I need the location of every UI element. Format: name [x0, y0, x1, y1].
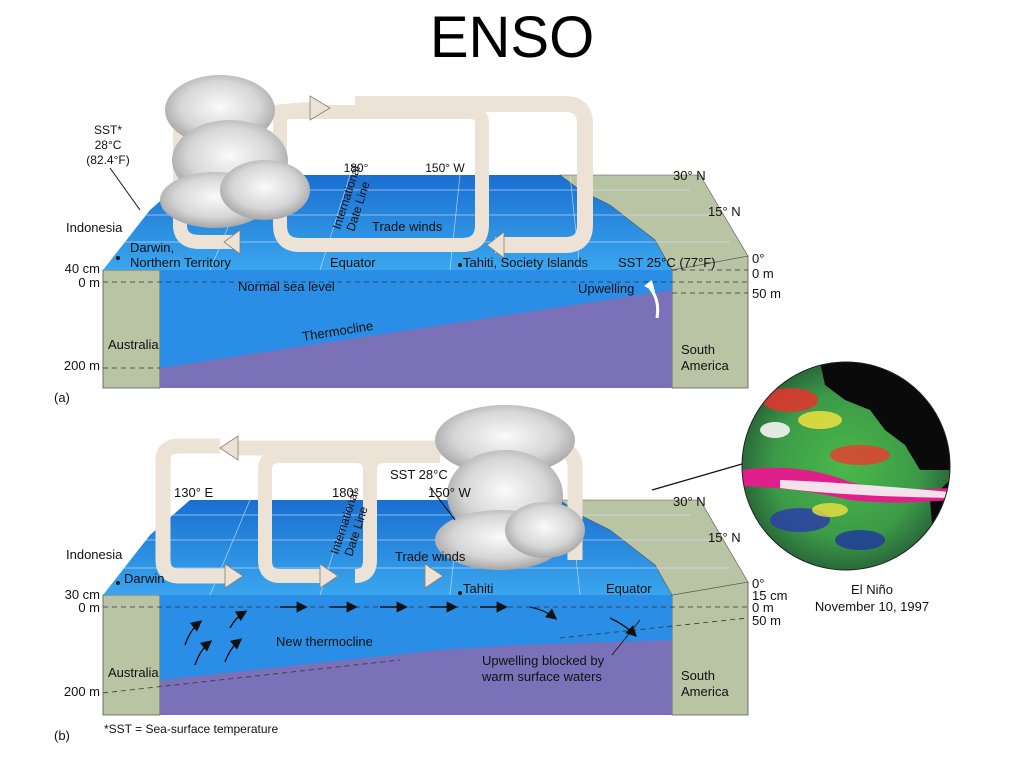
wind-arrowhead-b4	[424, 563, 444, 589]
tahiti-a: Tahiti, Society Islands	[463, 255, 589, 270]
south-america-1-a: South	[681, 342, 715, 357]
south-america-2-b: America	[681, 684, 729, 699]
sst-label-line2-a: 28°C	[95, 138, 122, 152]
globe-caption-1: El Niño	[851, 582, 893, 597]
sst-label-line3-a: (82.4°F)	[86, 153, 129, 167]
trade-winds-a: Trade winds	[372, 219, 443, 234]
cloud-a	[160, 75, 310, 228]
land-left-a	[102, 269, 161, 389]
left-200m-a: 200 m	[64, 358, 100, 373]
globe-caption-2: November 10, 1997	[815, 599, 929, 614]
lat-30n-a: 30° N	[673, 168, 706, 183]
left-40cm-a: 40 cm	[65, 261, 100, 276]
sst-east-a: SST 25°C (77°F)	[618, 255, 716, 270]
lon-150w-b: 150° W	[428, 485, 472, 500]
upwelling-blocked-2-b: warm surface waters	[481, 669, 602, 684]
upwelling-arrowhead-a	[644, 280, 655, 292]
lat-15n-a: 15° N	[708, 204, 741, 219]
right-15cm-b: 15 cm	[752, 588, 787, 603]
thermocline-layer-a	[160, 290, 672, 388]
right-0m-a: 0 m	[752, 266, 774, 281]
south-america-1-b: South	[681, 668, 715, 683]
wind-arrowhead-a1	[486, 231, 505, 259]
lat-30n-b: 30° N	[673, 494, 706, 509]
sst-b: SST 28°C	[390, 467, 448, 482]
normal-sea-level-a: Normal sea level	[238, 279, 335, 294]
wind-arrowhead-a3	[309, 95, 331, 121]
upwelling-a: Upwelling	[578, 281, 634, 296]
land-left-b	[102, 594, 161, 716]
lon-180-a: 180°	[344, 161, 369, 175]
thermocline-layer-b	[160, 640, 672, 715]
australia-b: Australia	[108, 665, 159, 680]
darwin-1-a: Darwin,	[130, 240, 174, 255]
panel-letter-b: (b)	[54, 728, 70, 743]
footnote: *SST = Sea-surface temperature	[104, 722, 279, 736]
new-thermocline-b: New thermocline	[276, 634, 373, 649]
darwin-2-a: Northern Territory	[130, 255, 231, 270]
left-0m-b: 0 m	[78, 600, 100, 615]
south-america-2-a: America	[681, 358, 729, 373]
australia-a: Australia	[108, 337, 159, 352]
right-50m-a: 50 m	[752, 286, 781, 301]
equator-a: Equator	[330, 255, 376, 270]
panel-letter-a: (a)	[54, 390, 70, 405]
tahiti-b: Tahiti	[463, 581, 493, 596]
left-0m-a: 0 m	[78, 275, 100, 290]
page-title: ENSO	[429, 5, 595, 70]
darwin-b: Darwin	[124, 571, 164, 586]
wind-arrowhead-a2	[223, 229, 241, 255]
wind-arrowhead-b1	[219, 435, 239, 461]
upwelling-blocked-1-b: Upwelling blocked by	[482, 653, 605, 668]
lon-180-b: 180°	[332, 485, 359, 500]
lat-15n-b: 15° N	[708, 530, 741, 545]
right-50m-b: 50 m	[752, 613, 781, 628]
surface-current-arrows-b	[184, 601, 637, 666]
panel-b: 130° E 180° SST 28°C 150° W Internationa…	[54, 405, 787, 743]
north-america-b	[559, 499, 749, 596]
indonesia-a: Indonesia	[66, 220, 123, 235]
wind-arrowhead-b3	[319, 563, 339, 589]
lon-130e-b: 130° E	[174, 485, 214, 500]
indonesia-b: Indonesia	[66, 547, 123, 562]
left-200m-b: 200 m	[64, 684, 100, 699]
lat-0-a: 0°	[752, 251, 764, 266]
left-30cm-b: 30 cm	[65, 587, 100, 602]
sst-label-line1-a: SST*	[94, 123, 122, 137]
right-0m-b: 0 m	[752, 600, 774, 615]
cloud-b	[435, 405, 585, 570]
lon-150w-a: 150° W	[425, 161, 465, 175]
trade-winds-b: Trade winds	[395, 549, 466, 564]
lat-0-b: 0°	[752, 576, 764, 591]
wind-arrowhead-b2	[224, 563, 244, 589]
panel-a: SST* 28°C (82.4°F) 180° 150° W Internati…	[54, 75, 781, 405]
equator-b: Equator	[606, 581, 652, 596]
